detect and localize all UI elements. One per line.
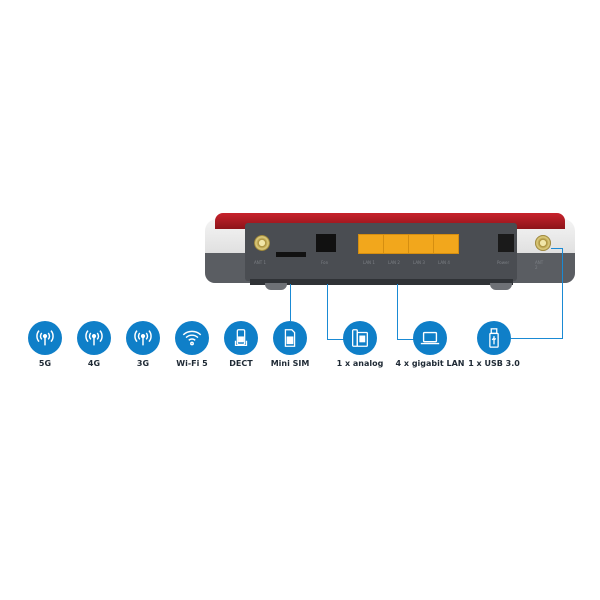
port-label: ANT 2 bbox=[535, 260, 544, 270]
feature-label-5g: 5G bbox=[38, 359, 52, 368]
feature-label-4g: 4G bbox=[87, 359, 101, 368]
port-label: LAN 3 bbox=[413, 260, 425, 265]
feature-label-3g: 3G bbox=[136, 359, 150, 368]
port-panel: ANT 1 Fon LAN 1 LAN 2 LAN 3 LAN 4 Power … bbox=[245, 223, 551, 281]
wifi-icon bbox=[175, 321, 209, 355]
power-jack bbox=[498, 234, 514, 252]
connector-line-lan bbox=[397, 284, 398, 340]
port-label: LAN 4 bbox=[438, 260, 450, 265]
cordless-phone-icon bbox=[224, 321, 258, 355]
connector-line-usb bbox=[511, 338, 563, 339]
sim-slot bbox=[276, 252, 306, 257]
connector-line-usb bbox=[551, 248, 563, 249]
connector-line-lan bbox=[397, 339, 414, 340]
feature-label-usb: 1 x USB 3.0 bbox=[468, 359, 520, 368]
lan-port-4 bbox=[433, 234, 459, 254]
lan-port-2 bbox=[383, 234, 409, 254]
port-label: ANT 1 bbox=[254, 260, 266, 265]
port-label: Power bbox=[497, 260, 510, 265]
feature-label-wifi: Wi-Fi 5 bbox=[176, 359, 208, 368]
antenna-signal-icon bbox=[77, 321, 111, 355]
phone-port bbox=[316, 234, 336, 252]
connector-line-usb bbox=[562, 248, 563, 339]
router-right-cap bbox=[513, 219, 575, 283]
router-base bbox=[250, 279, 513, 285]
usb-stick-icon bbox=[477, 321, 511, 355]
connector-line-analog bbox=[327, 339, 344, 340]
port-label: LAN 1 bbox=[363, 260, 375, 265]
port-label: Fon bbox=[321, 260, 329, 265]
lan-port-1 bbox=[358, 234, 384, 254]
antenna-signal-icon bbox=[126, 321, 160, 355]
connector-line-sim bbox=[290, 284, 291, 321]
connector-line-analog bbox=[327, 284, 328, 340]
feature-label-sim: Mini SIM bbox=[270, 359, 310, 368]
lan-port-3 bbox=[408, 234, 434, 254]
feature-label-lan: 4 x gigabit LAN bbox=[395, 359, 465, 368]
router-left-cap bbox=[205, 219, 250, 283]
laptop-icon bbox=[413, 321, 447, 355]
feature-label-analog: 1 x analog bbox=[336, 359, 384, 368]
feature-label-dect: DECT bbox=[229, 359, 253, 368]
antenna-signal-icon bbox=[28, 321, 62, 355]
antenna-connector-2 bbox=[535, 235, 551, 251]
router-foot bbox=[490, 283, 512, 290]
port-label: LAN 2 bbox=[388, 260, 400, 265]
sim-card-icon bbox=[273, 321, 307, 355]
router-back-panel: ANT 1 Fon LAN 1 LAN 2 LAN 3 LAN 4 Power … bbox=[205, 213, 575, 291]
router-foot bbox=[265, 283, 287, 290]
antenna-connector-1 bbox=[254, 235, 270, 251]
desk-phone-icon bbox=[343, 321, 377, 355]
